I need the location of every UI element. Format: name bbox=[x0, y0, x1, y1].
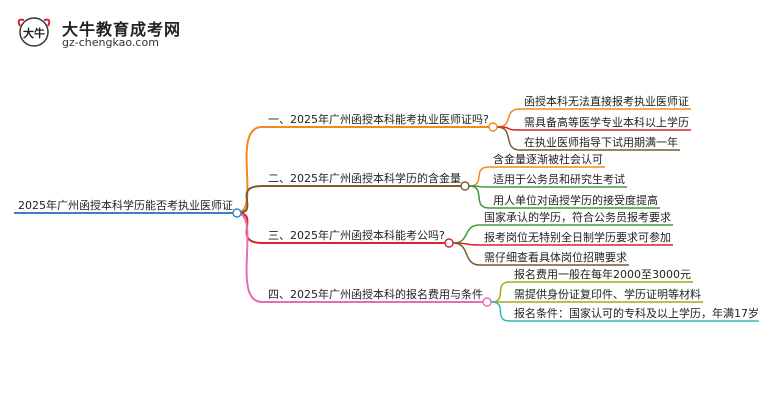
leaf-1-1-curve bbox=[496, 108, 521, 128]
leaf-2-3-curve bbox=[468, 185, 490, 209]
leaf-4-1-curve bbox=[490, 281, 511, 303]
branch-topic-1: 一、2025年广州函授本科能考执业医师证吗? bbox=[268, 113, 489, 126]
leaf-2-3: 用人单位对函授学历的接受度提高 bbox=[493, 194, 658, 207]
branch-2-node bbox=[460, 181, 470, 191]
site-logo[interactable]: 大牛 大牛教育成考网 gz-chengkao.com bbox=[14, 14, 180, 54]
logo-title: 大牛教育成考网 bbox=[62, 20, 182, 39]
leaf-4-3: 报名条件：国家认可的专科及以上学历，年满17岁 bbox=[514, 307, 759, 320]
branch-topic-4: 四、2025年广州函授本科的报名费用与条件 bbox=[268, 288, 483, 301]
leaf-3-1: 国家承认的学历，符合公务员报考要求 bbox=[484, 211, 671, 224]
leaf-2-2: 适用于公务员和研究生考试 bbox=[493, 173, 625, 186]
branch-3-node bbox=[444, 238, 454, 248]
leaf-4-2: 需提供身份证复印件、学历证明等材料 bbox=[514, 288, 701, 301]
branch-4-curve bbox=[236, 212, 263, 303]
leaf-1-1: 函授本科无法直接报考执业医师证 bbox=[524, 95, 689, 108]
leaf-3-1-curve bbox=[452, 224, 481, 244]
branch-4-node bbox=[482, 297, 492, 307]
root-topic: 2025年广州函授本科学历能否考执业医师证 bbox=[18, 199, 233, 212]
branch-2-curve bbox=[236, 185, 263, 214]
branch-1-curve bbox=[236, 126, 263, 214]
bull-logo-icon: 大牛 bbox=[17, 17, 51, 47]
leaf-4-3-curve bbox=[490, 301, 511, 322]
leaf-1-3-curve bbox=[496, 126, 521, 151]
leaf-3-3-curve bbox=[452, 242, 481, 266]
branch-topic-2: 二、2025年广州函授本科学历的含金量 bbox=[268, 172, 461, 185]
logo-url: gz-chengkao.com bbox=[62, 36, 159, 49]
leaf-1-2: 需具备高等医学专业本科以上学历 bbox=[524, 116, 689, 129]
leaf-3-3: 需仔细查看具体岗位招聘要求 bbox=[484, 251, 627, 264]
leaf-3-2: 报考岗位无特别全日制学历要求可参加 bbox=[484, 231, 671, 244]
branch-3-curve bbox=[236, 212, 263, 244]
branch-1-node bbox=[488, 122, 498, 132]
leaf-1-3: 在执业医师指导下试用期满一年 bbox=[524, 136, 678, 149]
leaf-2-1: 含金量逐渐被社会认可 bbox=[493, 153, 603, 166]
branch-topic-3: 三、2025年广州函授本科能考公吗? bbox=[268, 229, 445, 242]
leaf-2-1-curve bbox=[468, 166, 490, 187]
leaf-4-1: 报名费用一般在每年2000至3000元 bbox=[514, 268, 691, 281]
root-node bbox=[232, 208, 242, 218]
svg-text:大牛: 大牛 bbox=[23, 26, 45, 40]
